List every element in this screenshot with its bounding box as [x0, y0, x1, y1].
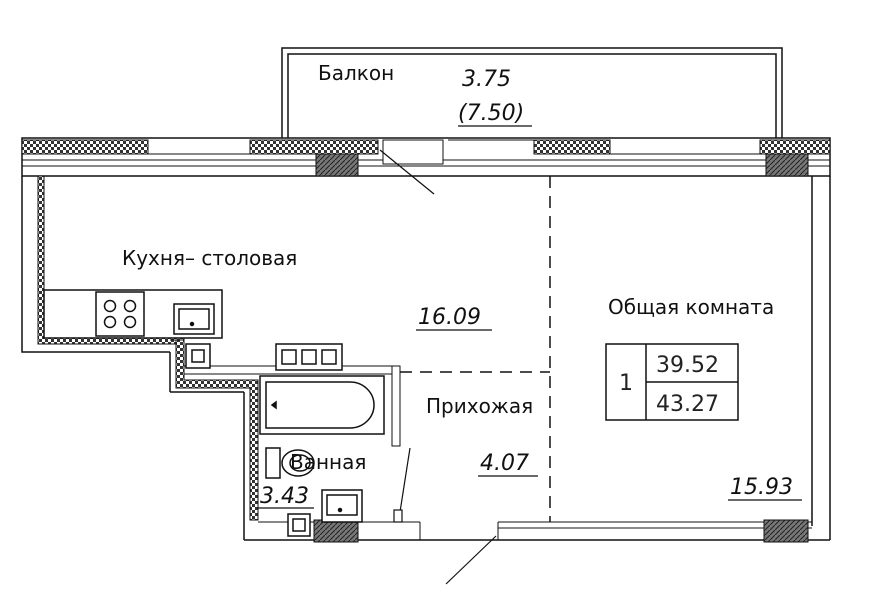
- hallway-label: Прихожая: [426, 394, 533, 418]
- kitchen-area: 16.09: [418, 305, 481, 330]
- bathroom-area: 3.43: [260, 484, 309, 509]
- summary-rooms-count: 1: [619, 371, 633, 396]
- right-exterior-wall: [811, 176, 831, 540]
- balcony-label: Балкон: [318, 61, 394, 85]
- top-exterior-wall: [21, 137, 831, 177]
- bathroom-label: Ванная: [290, 450, 366, 474]
- kitchen-label: Кухня– столовая: [122, 246, 297, 270]
- room-dividers: [400, 176, 551, 522]
- balcony-outline: [281, 47, 783, 138]
- kitchen-counter: [43, 289, 223, 339]
- balcony-area-full: (7.50): [458, 101, 524, 126]
- apartment-summary-table: [605, 343, 739, 421]
- hallway-area: 4.07: [480, 451, 529, 476]
- bathroom-sink: [321, 489, 363, 523]
- door-lines: [379, 149, 497, 585]
- bathtub: [259, 375, 385, 435]
- summary-total-area: 43.27: [656, 392, 719, 417]
- balcony-area: 3.75: [462, 67, 511, 92]
- toilet: [265, 447, 315, 479]
- living-room-area: 15.93: [730, 475, 793, 500]
- area-underlines: [258, 125, 802, 509]
- kitchen-outlet: [185, 343, 211, 369]
- vent-boxes: [275, 343, 343, 371]
- summary-living-area: 39.52: [656, 353, 719, 378]
- living-room-label: Общая комната: [608, 295, 774, 319]
